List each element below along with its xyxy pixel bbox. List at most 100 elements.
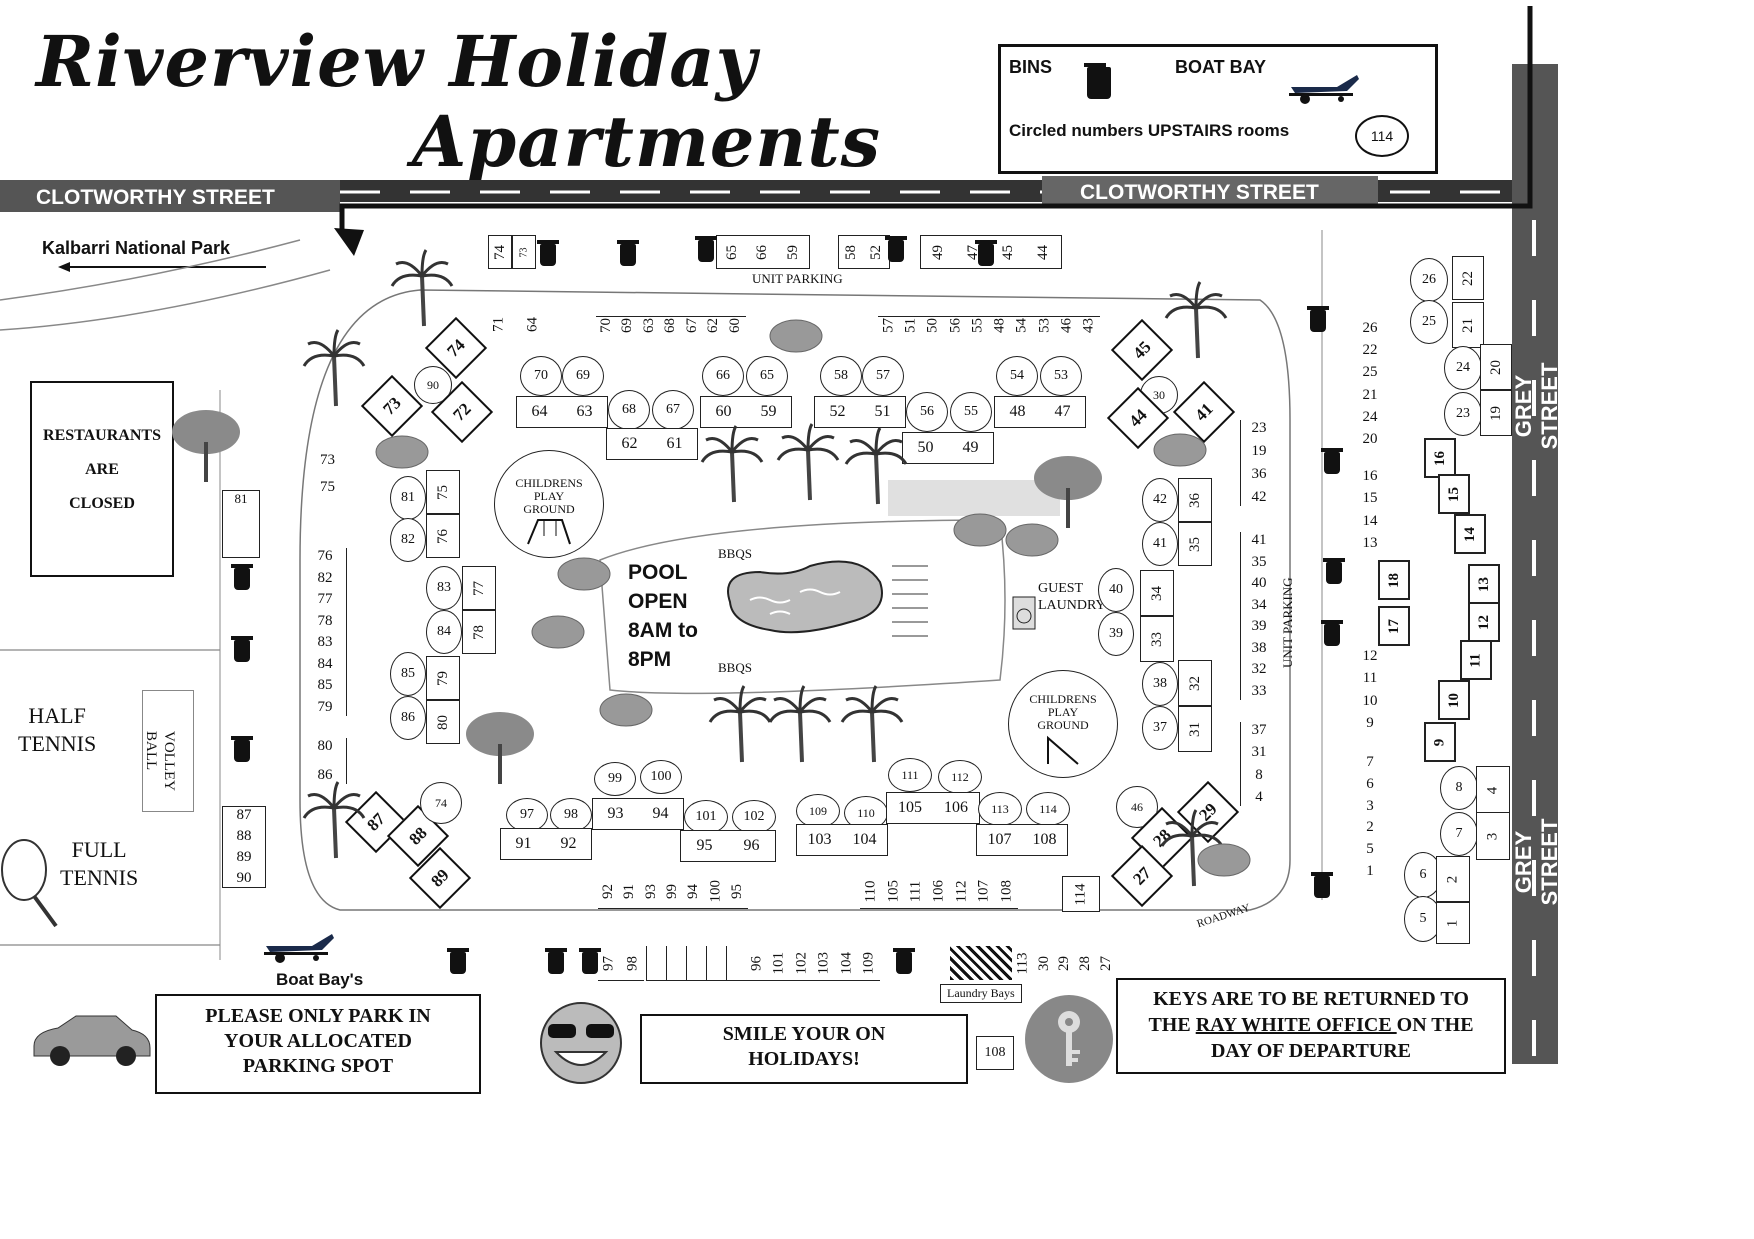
pool-notice: POOL OPEN 8AM to 8PM — [628, 561, 698, 671]
room-108-box: 108 — [976, 1036, 1014, 1070]
key-icon — [1025, 995, 1113, 1083]
clotworthy-street-right: CLOTWORTHY STREET — [1042, 176, 1378, 208]
parking-east-b: 41 35 40 34 39 38 32 33 — [1240, 532, 1277, 700]
childrens-playground-east: CHILDRENS PLAY GROUND — [1008, 670, 1118, 778]
unit-113: 113 — [978, 792, 1022, 826]
parking-top-mid: 65 66 59 — [716, 235, 810, 269]
unit-13: 13 — [1468, 564, 1500, 604]
unit-41: 41 — [1142, 522, 1178, 566]
unit-19: 19 — [1480, 390, 1512, 436]
unit-76: 76 — [426, 514, 460, 558]
title-line-1: Riverview Holiday — [36, 20, 758, 103]
road-markings-top — [340, 190, 1515, 194]
unit-7: 7 — [1440, 812, 1478, 856]
unit-42: 42 — [1142, 478, 1178, 522]
parking-north-c: 57 51 50 56 55 48 54 53 46 43 — [878, 316, 1100, 334]
smile-notice: SMILE YOUR ON HOLIDAYS! — [640, 1014, 968, 1084]
parking-bottom-a: 97 98 — [598, 946, 644, 981]
unit-10: 10 — [1438, 680, 1470, 720]
parking-south-b: 110 105 111 106 112 107 108 — [860, 874, 1018, 909]
unit-78: 78 — [462, 610, 496, 654]
bin-icon — [1311, 872, 1333, 898]
unit-12: 12 — [1468, 602, 1500, 642]
parking-north-b: 70 69 63 68 67 62 60 — [596, 316, 746, 334]
unit-67: 67 — [652, 390, 694, 430]
unit-80: 80 — [426, 700, 460, 744]
road-markings-right — [1532, 220, 1536, 1060]
parking-east-c: 37 31 8 4 — [1240, 722, 1277, 806]
unit-66: 66 — [702, 356, 744, 396]
bin-icon — [231, 736, 253, 762]
unit-68: 68 — [608, 390, 650, 430]
unit-34: 34 — [1140, 570, 1174, 616]
swing-icon — [527, 519, 571, 545]
parking-bottom-blank — [646, 946, 746, 981]
unit-36: 36 — [1178, 478, 1212, 522]
unit-98: 98 — [550, 798, 592, 832]
sunglasses-smiley-icon — [540, 1002, 622, 1084]
unit-85: 85 — [390, 652, 426, 696]
unit-32: 32 — [1178, 660, 1212, 706]
legend-boat-bay-label: BOAT BAY — [1175, 57, 1267, 77]
slide-icon — [1047, 735, 1079, 765]
unit-97: 97 — [506, 798, 548, 832]
full-tennis-label: FULL TENNIS — [60, 837, 139, 890]
parking-west-far: 81 — [222, 490, 260, 558]
unit-8: 8 — [1440, 766, 1478, 810]
unit-111: 111 — [888, 758, 932, 792]
unit-parking-top-label: UNIT PARKING — [752, 271, 843, 286]
unit-1: 1 — [1436, 902, 1470, 944]
unit-parking-right-label: UNIT PARKING — [1280, 577, 1295, 668]
bin-icon — [1084, 63, 1111, 99]
unit-24: 24 — [1444, 346, 1482, 390]
unit-82: 82 — [390, 518, 426, 562]
unit-22: 22 — [1452, 256, 1484, 300]
parking-north-a: 71 64 — [490, 317, 541, 332]
unit-109: 109 — [796, 794, 840, 828]
unit-77: 77 — [462, 566, 496, 610]
laundry-bays-hatch — [950, 946, 1012, 980]
tennis-racquet-icon — [1, 839, 58, 928]
parking-west-low: 80 86 — [304, 738, 347, 784]
unit-65: 65 — [746, 356, 788, 396]
unit-75: 75 — [426, 470, 460, 514]
unit-14: 14 — [1454, 514, 1486, 554]
boat-bays-label: Boat Bay's — [276, 970, 364, 989]
bin-icon — [695, 236, 717, 262]
redacted-area — [888, 480, 1060, 516]
parking-far-east-a: 26 22 25 21 24 20 — [1362, 320, 1378, 447]
title-line-2: Apartments — [412, 100, 882, 183]
unit-40: 40 — [1098, 568, 1134, 612]
unit-23: 23 — [1444, 392, 1482, 436]
unit-57: 57 — [862, 356, 904, 396]
boat-trailer-icon — [1289, 75, 1359, 104]
unit-100: 100 — [640, 760, 682, 794]
unit-21: 21 — [1452, 302, 1484, 348]
childrens-playground-west: CHILDRENS PLAY GROUND — [494, 450, 604, 558]
unit-74-upstairs: 90 — [414, 366, 452, 404]
parking-west-top: 73 75 — [320, 452, 335, 495]
unit-102: 102 — [732, 800, 776, 834]
unit-31: 31 — [1178, 706, 1212, 752]
unit-38: 38 — [1142, 662, 1178, 706]
unit-86: 86 — [390, 696, 426, 740]
unit-17: 17 — [1378, 606, 1410, 646]
unit-20: 20 — [1480, 344, 1512, 390]
car-icon — [33, 1015, 151, 1066]
parking-east-a: 23 19 36 42 — [1240, 420, 1277, 506]
unit-99: 99 — [594, 762, 636, 796]
unit-6: 6 — [1404, 852, 1442, 898]
bbqs-top: BBQS — [718, 546, 752, 561]
unit-69: 69 — [562, 356, 604, 396]
laundry-bays-label: Laundry Bays — [940, 984, 1022, 1003]
bin-icon — [231, 636, 253, 662]
unit-79: 79 — [426, 656, 460, 700]
parking-far-east-b: 16 15 14 13 — [1362, 468, 1378, 551]
bin-icon — [537, 240, 559, 266]
